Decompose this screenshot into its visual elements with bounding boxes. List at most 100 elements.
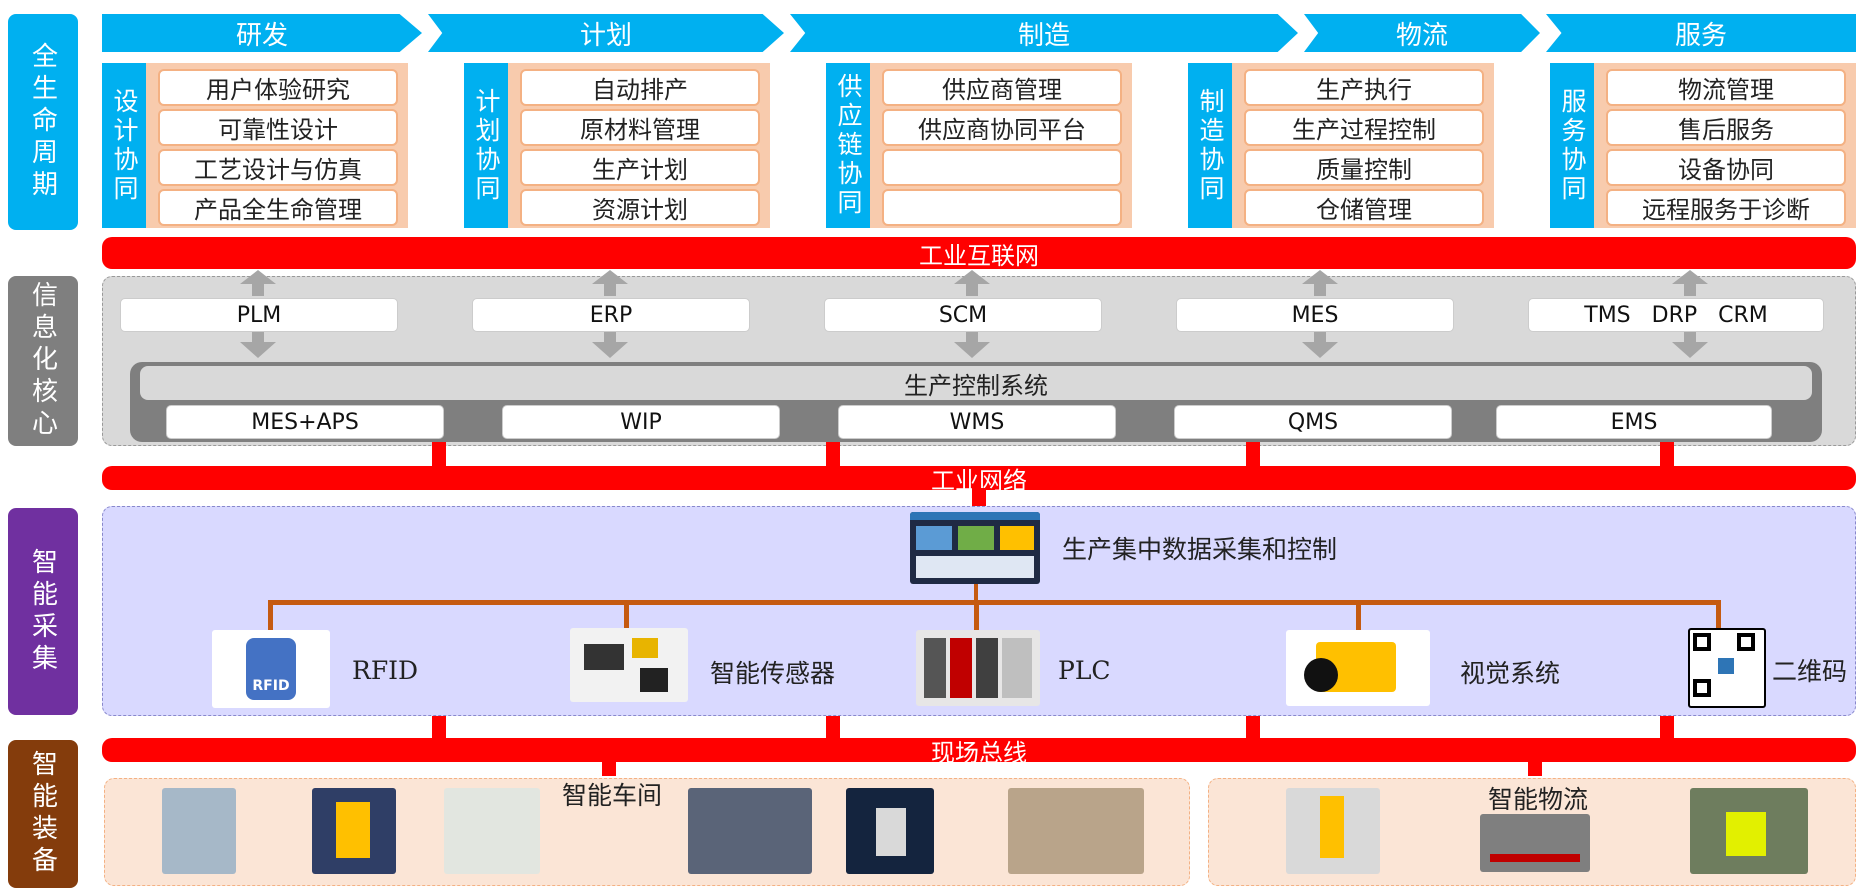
control-item: WMS — [838, 405, 1116, 439]
device-label: RFID — [352, 656, 419, 685]
system-box-plm: PLM — [120, 298, 398, 332]
system-box-erp: ERP — [472, 298, 750, 332]
tree-leg — [268, 600, 273, 632]
collab-item: 生产过程控制 — [1244, 109, 1484, 146]
robot-arm-part — [336, 802, 370, 858]
collab-item: 供应商管理 — [882, 69, 1122, 106]
connector-line — [1246, 442, 1260, 468]
tree-trunk — [974, 584, 978, 604]
side-label-info-core: 信息化核心 — [8, 276, 78, 446]
stage-chevron: 制造 — [790, 14, 1298, 52]
stage-chevron: 物流 — [1304, 14, 1540, 52]
control-item: EMS — [1496, 405, 1772, 439]
collab-item: 自动排产 — [520, 69, 760, 106]
welding-robot-part — [876, 808, 906, 856]
qr-center — [1718, 658, 1734, 674]
production-control-title: 生产控制系统 — [904, 371, 1048, 400]
industrial-network-bar: 工业网络 — [102, 466, 1856, 495]
stage-chevron: 计划 — [428, 14, 784, 52]
stage-label: 研发 — [235, 20, 288, 51]
dashboard-panel — [958, 526, 994, 550]
connector-line — [432, 442, 446, 468]
plc-module — [950, 638, 972, 698]
collab-group-label: 供应链协同 — [826, 63, 870, 228]
collab-item: 供应商协同平台 — [882, 109, 1122, 146]
forklift-agv-part — [1726, 812, 1766, 856]
rfid-icon: RFID — [246, 638, 296, 700]
collab-item: 工艺设计与仿真 — [158, 149, 398, 186]
qr-finder — [1737, 633, 1755, 651]
assembly-line-image — [688, 788, 812, 874]
collab-group-label: 制造协同 — [1188, 63, 1232, 228]
stage-label: 计划 — [579, 20, 632, 51]
sensor-image — [570, 628, 688, 702]
collab-item: 质量控制 — [1244, 149, 1484, 186]
collab-group-plan: 计划协同 自动排产 原材料管理 生产计划 资源计划 — [464, 63, 770, 228]
connector-line — [972, 488, 986, 510]
qr-finder — [1693, 633, 1711, 651]
connector-line — [602, 760, 616, 776]
collab-item: 物流管理 — [1606, 69, 1846, 106]
dashboard-header — [910, 512, 1040, 520]
collab-group-manufacture: 制造协同 生产执行 生产过程控制 质量控制 仓储管理 — [1188, 63, 1494, 228]
side-label-smart-equip: 智能装备 — [8, 740, 78, 888]
dashboard-panel — [916, 556, 1034, 578]
rfid-image: RFID — [212, 630, 330, 708]
palletizing-robot-part — [1320, 796, 1344, 858]
connector-line — [1660, 442, 1674, 468]
collab-item: 生产执行 — [1244, 69, 1484, 106]
tree-leg — [624, 600, 629, 632]
field-bus-label: 现场总线 — [931, 738, 1027, 767]
sensor-part — [632, 638, 658, 658]
logistics-label: 智能物流 — [1488, 785, 1589, 814]
connector-line — [826, 716, 840, 738]
collab-item: 设备协同 — [1606, 149, 1846, 186]
side-label-smart-collect: 智能采集 — [8, 508, 78, 715]
side-label-smart-collect-text: 智能采集 — [27, 547, 58, 676]
tree-leg — [974, 600, 979, 632]
qr-finder — [1693, 679, 1711, 697]
collab-item: 产品全生命管理 — [158, 189, 398, 226]
dashboard-image — [910, 512, 1040, 584]
collab-item: 生产计划 — [520, 149, 760, 186]
qr-code-image — [1688, 628, 1766, 708]
collab-item — [882, 149, 1122, 186]
connector-line — [826, 442, 840, 468]
collab-group-design: 设计协同 用户体验研究 可靠性设计 工艺设计与仿真 产品全生命管理 — [102, 63, 408, 228]
plc-module — [924, 638, 946, 698]
vision-camera-image — [1286, 630, 1430, 706]
plc-module — [1002, 638, 1032, 698]
agv-stripe — [1490, 854, 1580, 862]
factory-floor-image — [1008, 788, 1144, 874]
stage-label: 物流 — [1395, 20, 1448, 51]
collab-item: 原材料管理 — [520, 109, 760, 146]
device-label: PLC — [1058, 656, 1111, 685]
camera-lens — [1304, 658, 1338, 692]
tree-branch — [268, 600, 1720, 605]
connector-line — [1246, 716, 1260, 738]
workshop-label: 智能车间 — [562, 781, 663, 810]
device-label: 二维码 — [1772, 657, 1848, 686]
connector-line — [432, 716, 446, 738]
control-item: WIP — [502, 405, 780, 439]
collab-group-service: 服务协同 物流管理 售后服务 设备协同 远程服务于诊断 — [1550, 63, 1856, 228]
sensor-part — [640, 668, 668, 692]
sensor-part — [584, 644, 624, 670]
industrial-internet-bar: 工业互联网 — [102, 237, 1856, 270]
dashboard-panel — [916, 526, 952, 550]
press-machine-image — [162, 788, 236, 874]
palletizing-robot-image — [1286, 788, 1380, 874]
stage-label: 服务 — [1674, 20, 1727, 51]
tree-leg — [1716, 600, 1721, 632]
collab-item: 可靠性设计 — [158, 109, 398, 146]
field-bus-bar: 现场总线 — [102, 738, 1856, 767]
collab-group-supply: 供应链协同 供应商管理 供应商协同平台 — [826, 63, 1132, 228]
system-box-tms-drp-crm: TMS DRP CRM — [1528, 298, 1824, 332]
connector-line — [1660, 716, 1674, 738]
side-label-lifecycle-text: 全生命周期 — [27, 42, 58, 202]
industrial-internet-label: 工业互联网 — [919, 241, 1039, 270]
collab-group-label: 服务协同 — [1550, 63, 1594, 228]
collab-group-label: 设计协同 — [102, 63, 146, 228]
tree-leg — [1356, 600, 1361, 632]
collection-title: 生产集中数据采集和控制 — [1062, 535, 1338, 564]
